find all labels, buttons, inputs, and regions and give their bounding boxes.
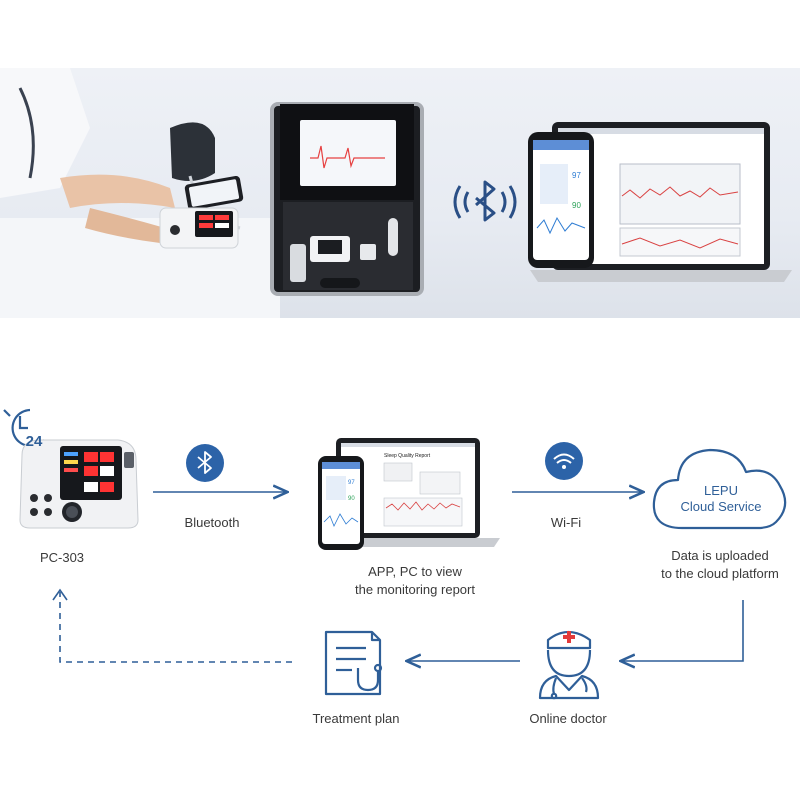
doctor-coat	[0, 68, 90, 198]
upload-label: Data is uploaded to the cloud platform	[661, 548, 779, 581]
doctor-icon	[538, 630, 600, 700]
stethoscope-icon	[18, 87, 35, 179]
bluetooth-icon	[186, 444, 224, 482]
photo-illustration: 97 90	[0, 68, 792, 318]
bluetooth-waves-icon	[453, 180, 517, 222]
device-label: PC-303	[39, 550, 85, 565]
doctor-hand	[85, 208, 165, 243]
product-photo-banner: 97 90	[0, 68, 800, 318]
app-label: APP, PC to view the monitoring report	[355, 564, 475, 597]
wifi-icon	[545, 442, 583, 480]
bp-cuff	[170, 122, 215, 182]
tablet-screen	[300, 120, 396, 186]
pc303-device-illustration	[19, 439, 139, 529]
bluetooth-label: Bluetooth	[184, 515, 240, 530]
svg-text:90: 90	[348, 496, 355, 502]
wifi-label: Wi-Fi	[550, 515, 582, 530]
patient-arm	[60, 174, 175, 208]
dashed-return-arrowhead	[52, 588, 68, 601]
dashed-return-line	[59, 592, 292, 663]
treatment-label: Treatment plan	[312, 711, 400, 726]
red-cross-icon	[563, 631, 575, 643]
svg-text:97: 97	[348, 480, 355, 486]
app-pc-illustration: Sleep Quality Report 97 90	[318, 438, 500, 550]
cloud-line2: Cloud Service	[680, 499, 762, 514]
arrow-cloud-to-doctor	[622, 600, 744, 661]
svg-text:90: 90	[572, 201, 581, 210]
svg-text:Sleep Quality Report: Sleep Quality Report	[384, 453, 431, 459]
doctor-label: Online doctor	[529, 711, 607, 726]
clock-value: 24	[25, 433, 43, 450]
cloud-line1: LEPU	[704, 483, 738, 498]
svg-text:97: 97	[572, 171, 581, 180]
treatment-plan-icon	[324, 630, 383, 696]
